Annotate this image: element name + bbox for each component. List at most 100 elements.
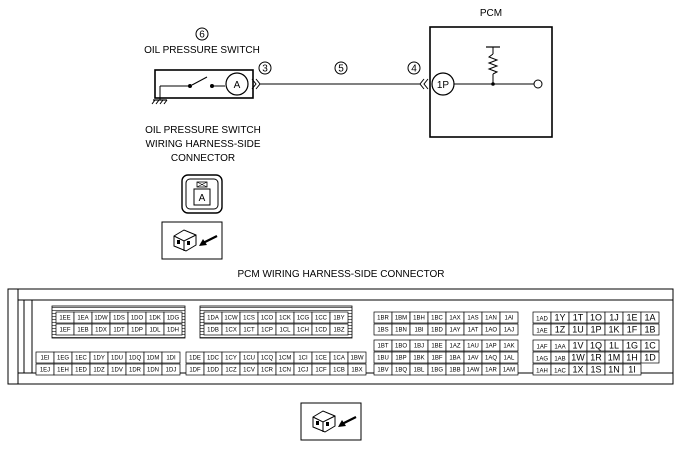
pin-label: 1CS <box>243 316 255 322</box>
pin-label: 1BS <box>377 328 388 334</box>
pin-label: 1BP <box>395 356 406 362</box>
pin-label: 1BR <box>377 316 389 322</box>
pin-label: 1DZ <box>93 368 105 374</box>
callout-5: 5 <box>334 61 348 75</box>
pin-label: 1W <box>571 353 585 363</box>
pin-label: 1AL <box>504 356 515 362</box>
pcm-terminal-1p: 1P <box>437 80 450 91</box>
pin-label: 1Q <box>590 341 602 351</box>
pin-label: 1B <box>644 325 655 335</box>
pin-label: 1BH <box>413 316 425 322</box>
pin-label: 1AZ <box>449 344 460 350</box>
pin-label: 1AV <box>468 356 479 362</box>
pin-cell <box>640 351 660 364</box>
pin-label: 1BV <box>377 368 388 374</box>
pin-label: 1AU <box>467 344 479 350</box>
pin-label: 1BW <box>350 356 363 362</box>
pcm-connector-title: PCM WIRING HARNESS-SIDE CONNECTOR <box>237 269 444 280</box>
pin-label: 1AQ <box>485 356 497 362</box>
pin-cell <box>163 323 183 336</box>
pin-label: 1AG <box>536 357 548 363</box>
pcm-box <box>429 26 553 138</box>
pin-label: 1AO <box>485 328 497 334</box>
pin-label: 1DA <box>207 316 219 322</box>
pin-label: 1DS <box>113 316 125 322</box>
pin-label: 1AI <box>504 316 513 322</box>
pin-label: 1I <box>628 365 636 375</box>
pin-label: 1AD <box>536 317 548 323</box>
callout-4: 4 <box>407 61 421 75</box>
pin-label: 1BQ <box>395 368 407 374</box>
callout-6-number: 6 <box>199 30 205 41</box>
oil-pressure-switch-symbol <box>151 69 254 105</box>
pin-label: 1EF <box>59 328 70 334</box>
switch-terminal-a: A <box>225 72 249 96</box>
pin-label: 1C <box>644 341 656 351</box>
pin-label: 1X <box>572 365 583 375</box>
pin-label: 1K <box>608 325 619 335</box>
pin-label: 1DJ <box>166 368 177 374</box>
pin-cell <box>499 339 519 352</box>
pin-label: 1P <box>590 325 601 335</box>
pin-label: 1AR <box>485 368 497 374</box>
pin-cell <box>499 351 519 364</box>
pin-cell <box>329 311 349 324</box>
pin-label: 1BT <box>377 344 388 350</box>
pin-label: 1DI <box>166 356 176 362</box>
connector-pin-a: A <box>199 193 206 204</box>
pin-label: 1AX <box>449 316 460 322</box>
pin-cell <box>499 311 519 324</box>
pin-label: 1BB <box>449 368 460 374</box>
pin-label: 1BL <box>414 368 425 374</box>
pcm-label: PCM <box>480 8 502 19</box>
callout-4-number: 4 <box>411 64 417 75</box>
pin-label: 1DD <box>207 368 220 374</box>
pin-label: 1L <box>609 341 619 351</box>
pin-label: 1DU <box>111 356 123 362</box>
pin-label: 1DY <box>93 356 105 362</box>
pin-cell <box>163 311 183 324</box>
oil-pressure-switch-label: OIL PRESSURE SWITCH <box>144 45 260 56</box>
pin-label: 1F <box>627 325 638 335</box>
connector-title-line1: OIL PRESSURE SWITCH <box>145 125 261 136</box>
pin-cell <box>161 351 181 364</box>
pin-label: 1AF <box>536 345 547 351</box>
pin-label: 1CF <box>315 368 327 374</box>
pin-cell <box>640 323 660 336</box>
pin-label: 1DH <box>167 328 179 334</box>
pin-label: 1CN <box>279 368 291 374</box>
pin-label: 1DQ <box>129 356 142 362</box>
pin-label: 1EE <box>59 316 70 322</box>
pin-label: 1CJ <box>298 368 309 374</box>
pin-label: 1DB <box>207 328 219 334</box>
pin-label: 1DE <box>189 356 201 362</box>
pin-label: 1BF <box>431 356 442 362</box>
pin-label: 1CY <box>225 356 237 362</box>
pin-label: 1A <box>644 313 655 323</box>
pin-label: 1BY <box>333 316 344 322</box>
pin-label: 1AT <box>468 328 479 334</box>
pin-label: 1DF <box>189 368 201 374</box>
pin-label: 1CL <box>279 328 291 334</box>
pin-label: 1CG <box>297 316 310 322</box>
pin-label: 1BI <box>414 328 423 334</box>
pin-cell <box>499 323 519 336</box>
pin-label: 1CK <box>279 316 291 322</box>
pin-label: 1AJ <box>504 328 514 334</box>
pin-label: 1BN <box>395 328 407 334</box>
pin-label: 1EJ <box>40 368 50 374</box>
pin-label: 1G <box>626 341 638 351</box>
pin-label: 1CB <box>333 368 345 374</box>
pin-label: 1U <box>572 325 584 335</box>
pin-label: 1AN <box>485 316 497 322</box>
pin-label: 1CH <box>297 328 309 334</box>
pin-label: 1DK <box>149 316 161 322</box>
callout-3-number: 3 <box>262 64 268 75</box>
pin-label: 1CW <box>224 316 238 322</box>
pin-label: 1BG <box>431 368 443 374</box>
pin-label: 1AH <box>536 369 548 375</box>
pin-cell <box>329 323 349 336</box>
pin-label: 1DV <box>111 368 123 374</box>
pin-label: 1EI <box>40 356 49 362</box>
